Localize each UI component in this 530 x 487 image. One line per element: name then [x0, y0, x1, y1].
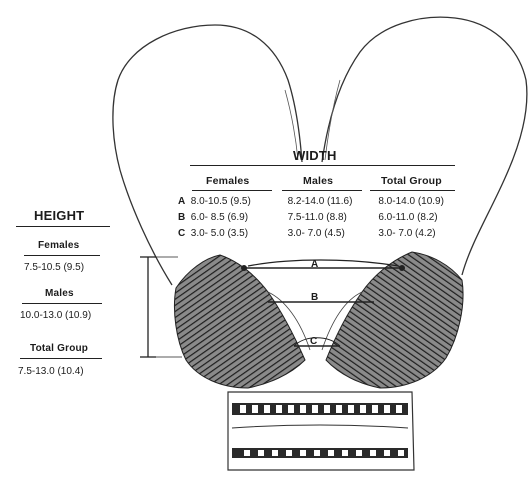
width-title-rule [190, 165, 455, 166]
height-value-males: 10.0-13.0 (10.9) [20, 310, 91, 321]
cell-b-females: 6.0- 8.5 (6.9) [191, 212, 285, 223]
width-row-a: A 8.0-10.5 (9.5) 8.2-14.0 (11.6) 8.0-14.… [178, 196, 444, 207]
height-rule-females [24, 255, 100, 256]
height-value-total: 7.5-13.0 (10.4) [18, 366, 84, 377]
cell-c-females: 3.0- 5.0 (3.5) [191, 228, 285, 239]
height-title-rule [16, 226, 110, 227]
row-label-a: A [178, 196, 188, 207]
measure-label-c: C [310, 336, 317, 347]
height-title: HEIGHT [34, 208, 84, 223]
width-col-rule-males [282, 190, 362, 191]
row-label-b: B [178, 212, 188, 223]
width-col-males: Males [303, 175, 333, 187]
width-row-b: B 6.0- 8.5 (6.9) 7.5-11.0 (8.8) 6.0-11.0… [178, 212, 438, 223]
height-group-females: Females [38, 240, 79, 251]
cell-c-males: 3.0- 7.0 (4.5) [288, 228, 376, 239]
height-value-females: 7.5-10.5 (9.5) [24, 262, 84, 273]
width-col-total: Total Group [381, 175, 442, 187]
width-title: WIDTH [293, 148, 337, 163]
cell-a-total: 8.0-14.0 (10.9) [378, 196, 444, 207]
left-muscle-mass [174, 255, 305, 388]
cell-a-males: 8.2-14.0 (11.6) [288, 196, 376, 207]
cell-b-males: 7.5-11.0 (8.8) [288, 212, 376, 223]
measure-label-a: A [311, 259, 318, 270]
cell-a-females: 8.0-10.5 (9.5) [191, 196, 285, 207]
width-col-rule-females [192, 190, 272, 191]
left-lobe [113, 25, 302, 285]
measure-label-b: B [311, 292, 318, 303]
width-row-c: C 3.0- 5.0 (3.5) 3.0- 7.0 (4.5) 3.0- 7.0… [178, 228, 436, 239]
cell-b-total: 6.0-11.0 (8.2) [378, 212, 437, 223]
height-group-total: Total Group [30, 343, 88, 354]
height-group-males: Males [45, 288, 74, 299]
height-rule-males [22, 303, 102, 304]
measure-a-arc [248, 260, 398, 266]
height-rule-total [20, 358, 102, 359]
width-col-rule-total [370, 190, 455, 191]
row-label-c: C [178, 228, 188, 239]
cell-c-total: 3.0- 7.0 (4.2) [378, 228, 435, 239]
width-col-females: Females [206, 175, 249, 187]
right-muscle-mass [326, 252, 463, 388]
